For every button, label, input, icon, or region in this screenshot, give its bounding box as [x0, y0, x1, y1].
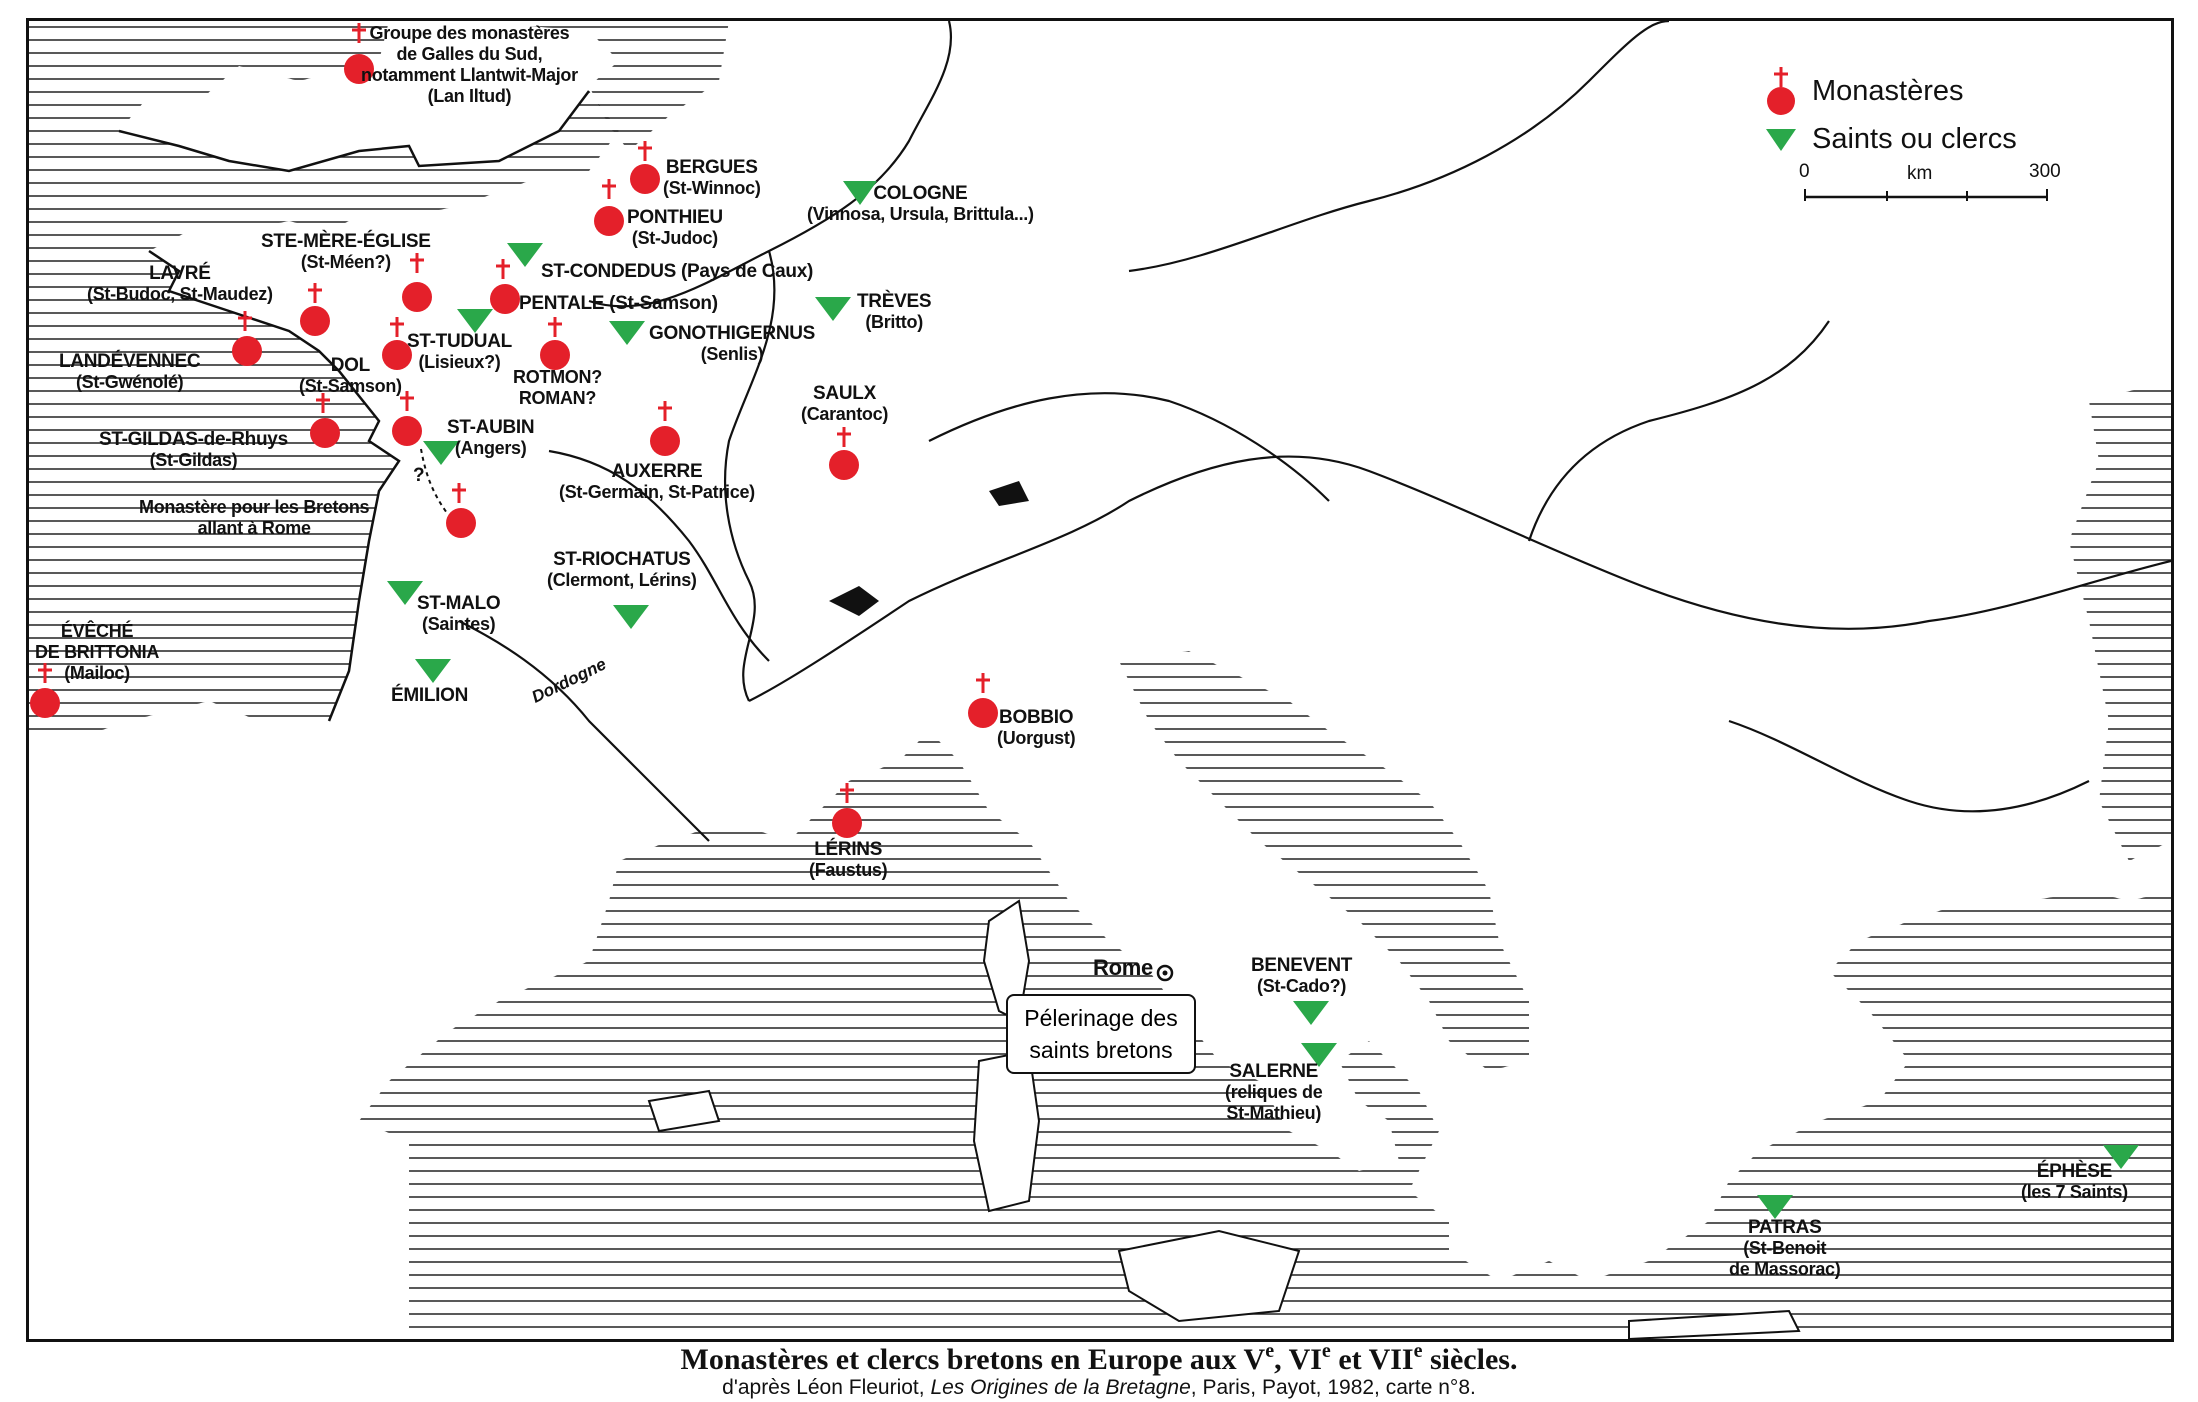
label-landevennec: LANDÉVENNEC(St-Gwénolé) — [59, 351, 201, 392]
label-question: ? — [413, 465, 425, 486]
label-lerins: LÉRINS(Faustus) — [809, 839, 888, 880]
monastery-marker-stemere[interactable] — [402, 253, 432, 312]
map-base — [29, 21, 2171, 1339]
sea-mediterranean — [359, 731, 2171, 1339]
monastery-marker-rotmon[interactable] — [540, 317, 570, 370]
coast-france — [148, 249, 401, 722]
saint-marker-stmalo[interactable] — [387, 581, 423, 605]
saint-marker-cologne[interactable] — [843, 181, 877, 205]
legend-monastery-label: Monastères — [1812, 74, 1964, 107]
saint-icon — [1766, 128, 1796, 151]
saint-marker-patras[interactable] — [1757, 1195, 1793, 1219]
monastery-marker-lerins[interactable] — [832, 783, 862, 838]
saint-marker-benevent[interactable] — [1293, 1001, 1329, 1025]
label-dol: DOL(St-Samson) — [299, 355, 402, 396]
saint-marker-salerne[interactable] — [1301, 1043, 1337, 1067]
monastery-marker-bergues[interactable] — [630, 141, 660, 194]
scale-line — [1804, 189, 2048, 201]
label-staubin: ST-AUBIN(Angers) — [447, 417, 535, 458]
scale-zero: 0 — [1799, 161, 1810, 182]
label-bobbio: BOBBIO(Uorgust) — [997, 707, 1076, 748]
monastery-marker-saulx[interactable] — [829, 427, 859, 480]
label-lavre: LAVRÉ(St-Budoc, St-Maudez) — [87, 263, 273, 304]
label-ephese: ÉPHÈSE(les 7 Saints) — [2021, 1161, 2128, 1202]
label-treves: TRÈVES(Britto) — [857, 291, 932, 332]
label-benevent: BENEVENT(St-Cado?) — [1251, 955, 1353, 996]
label-saulx: SAULX(Carantoc) — [801, 383, 889, 424]
monastery-marker-pentale[interactable] — [490, 259, 520, 314]
caption-title: Monastères et clercs bretons en Europe a… — [680, 1340, 1518, 1376]
legend-saint-label: Saints ou clercs — [1812, 123, 2017, 155]
monastery-marker-rome-bretons[interactable] — [446, 483, 476, 538]
label-stemere: STE-MÈRE-ÉGLISE(St-Méen?) — [261, 231, 431, 272]
monastery-marker-lavre[interactable] — [300, 283, 330, 336]
monastery-marker-angers[interactable] — [392, 391, 422, 446]
saint-marker-staubin[interactable] — [423, 441, 459, 465]
scale-bar: 0 km 300 — [1799, 161, 2079, 211]
legend-row-monastery: Monastères — [1764, 65, 1964, 117]
label-galles: Groupe des monastères de Galles du Sud, … — [361, 23, 578, 106]
coast-britain — [118, 90, 590, 173]
caption-source: d'après Léon Fleuriot, Les Origines de l… — [722, 1376, 1476, 1399]
island-balearic — [647, 1089, 721, 1133]
rome-box-line-2: saints bretons — [1029, 1037, 1173, 1063]
monastery-marker-dol[interactable] — [382, 317, 412, 370]
label-stgildas: ST-GILDAS-de-Rhuys(St-Gildas) — [99, 429, 288, 470]
markers-layer — [30, 23, 2139, 1219]
monastery-marker-auxerre[interactable] — [650, 401, 680, 456]
route-dashed — [420, 448, 448, 514]
label-auxerre: AUXERRE(St-Germain, St-Patrice) — [559, 461, 755, 502]
saint-marker-gonothigernus[interactable] — [609, 321, 645, 345]
lake-constance — [989, 481, 1029, 506]
monastery-marker-brittonia[interactable] — [30, 663, 60, 718]
rome-pilgrimage-box: Pélerinage des saints bretons — [1006, 994, 1196, 1074]
monastery-marker-ponthieu[interactable] — [594, 179, 624, 236]
monastery-marker-bobbio[interactable] — [968, 673, 998, 728]
saint-marker-treves[interactable] — [815, 297, 851, 321]
rome-box-line-1: Pélerinage des — [1024, 1005, 1178, 1031]
sea-black — [2069, 381, 2171, 861]
label-ponthieu: PONTHIEU(St-Judoc) — [627, 207, 723, 248]
label-stmalo: ST-MALO(Saintes) — [417, 593, 501, 634]
island-sicily — [1117, 1229, 1301, 1323]
monastery-marker-galles[interactable] — [344, 23, 374, 84]
saint-marker-ephese[interactable] — [2103, 1145, 2139, 1169]
monastery-marker-stgildas[interactable] — [310, 393, 340, 448]
monastery-icon — [1767, 67, 1795, 115]
scale-unit: km — [1907, 163, 1933, 184]
label-rome: Rome — [1093, 955, 1153, 980]
monastery-marker-landevennec[interactable] — [232, 311, 262, 366]
label-emilion: ÉMILION — [391, 685, 469, 706]
label-condedus: ST-CONDEDUS (Pays de Caux) — [541, 261, 813, 282]
lake-geneva — [829, 586, 879, 616]
island-crete — [1628, 1309, 1801, 1339]
saint-marker-emilion[interactable] — [415, 659, 451, 683]
label-bergues: BERGUES(St-Winnoc) — [663, 157, 761, 198]
label-cologne: COLOGNE(Vinnosa, Ursula, Brittula...) — [807, 183, 1034, 224]
legend: Monastères Saints ou clercs — [1764, 51, 2084, 191]
label-gonothigernus: GONOTHIGERNUS(Senlis) — [649, 323, 816, 364]
label-rotmon: ROTMON?ROMAN? — [513, 367, 602, 408]
scale-max: 300 — [2029, 161, 2061, 182]
sea-north — [469, 21, 729, 151]
map-frame: Monastères Saints ou clercs 0 km 300 — [26, 18, 2174, 1342]
saint-marker-riochatus[interactable] — [613, 605, 649, 629]
saint-marker-condedus[interactable] — [507, 243, 543, 267]
label-pentale: PENTALE (St-Samson) — [519, 293, 718, 314]
sea-adriatic — [1119, 651, 1529, 1071]
sea-atlantic — [29, 21, 619, 741]
rivers — [458, 21, 2171, 842]
label-riochatus: ST-RIOCHATUS(Clermont, Lérins) — [547, 549, 697, 590]
label-sttudual: ST-TUDUAL(Lisieux?) — [407, 331, 512, 372]
saint-marker-tudual[interactable] — [457, 309, 493, 333]
legend-row-saint: Saints ou clercs — [1764, 123, 2017, 156]
